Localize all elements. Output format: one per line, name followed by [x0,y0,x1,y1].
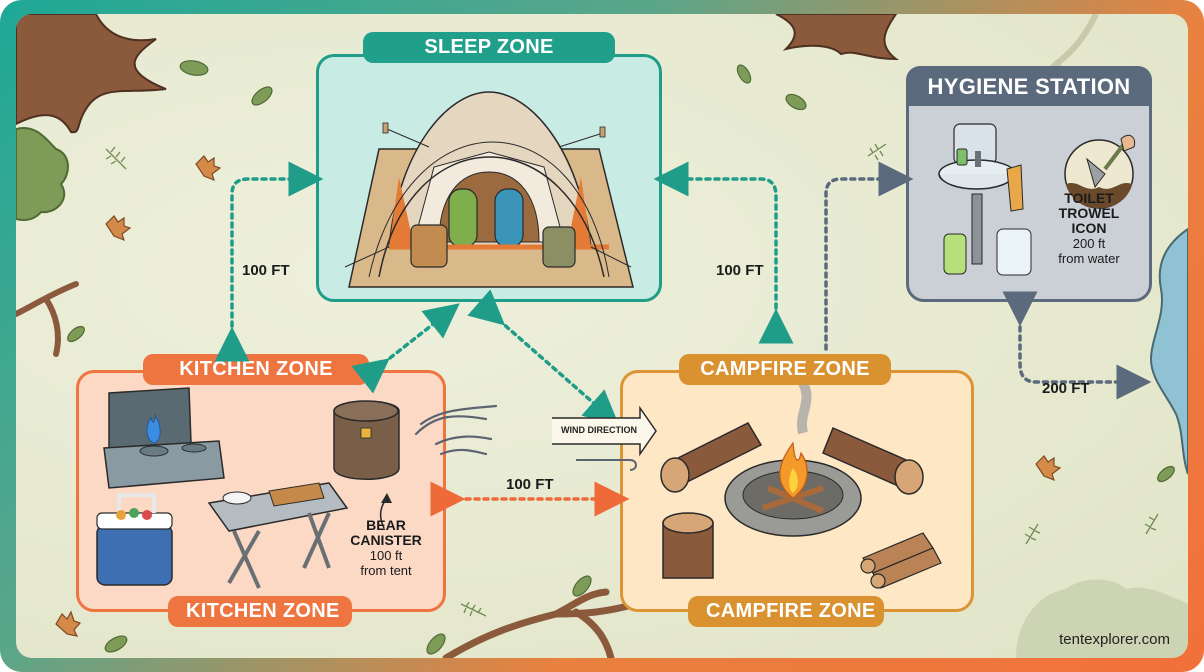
soap-pump-icon [956,148,968,166]
towel-icon [1006,164,1024,212]
log-left-icon [660,422,763,493]
river-icon [1149,227,1188,475]
bush-icon [16,127,69,221]
sleeping-bag-green-icon [448,188,478,248]
sleep-kitchen-distance: 100 FT [242,262,290,279]
folding-table-icon [207,482,349,589]
padlock-icon [360,427,372,439]
log-right-icon [822,427,924,495]
firewood-stack-icon [860,532,942,589]
campfire-zone-label-top: CAMPFIRE ZONE [679,354,891,385]
campfire-zone-label-bottom: CAMPFIRE ZONE [688,596,884,627]
backpack-olive-icon [542,226,576,268]
kitchen-zone-label-top: KITCHEN ZONE [143,354,369,385]
campsite-canvas: SLEEP ZONE [16,14,1188,658]
wind-direction-label: WIND DIRECTION [561,425,637,435]
forest-floor-background [16,14,1188,658]
cooler-icon [96,493,173,586]
hygiene-water-distance: 200 FT [1042,380,1090,397]
soap-bottle-icon [943,233,967,275]
hygiene-station-label: HYGIENE STATION [906,66,1152,106]
kitchen-zone [76,370,446,612]
footer-site-link[interactable]: tentexplorer.com [1059,631,1170,648]
bear-canister-icon [333,400,400,480]
flame-icon [779,441,808,499]
toilet-trowel-note: TOILET TROWEL ICON 200 ft from water [1058,190,1120,267]
sleep-campfire-distance: 100 FT [716,262,764,279]
kitchen-campfire-distance: 100 FT [506,476,554,493]
stump-icon [662,512,714,579]
kitchen-zone-label-bottom: KITCHEN ZONE [168,596,352,627]
campfire-zone [620,350,974,612]
toilet-trowel-icon [1064,134,1136,209]
kitchen-items [96,387,400,589]
bear-canister-note: BEAR CANISTER 100 ft from tent [350,517,422,579]
tree-root-icon [775,14,899,61]
water-jug-icon [996,228,1032,276]
campfire-items [660,350,942,589]
camp-stove-icon [103,387,225,489]
sleep-zone [316,54,662,302]
hygiene-items [938,123,1136,276]
backpack-tan-icon [410,224,448,268]
branch-icon [442,588,640,658]
tent-icon [344,91,634,288]
sleep-zone-label: SLEEP ZONE [363,32,615,63]
tree-root-icon [16,14,167,134]
sleeping-bag-blue-icon [494,188,524,248]
